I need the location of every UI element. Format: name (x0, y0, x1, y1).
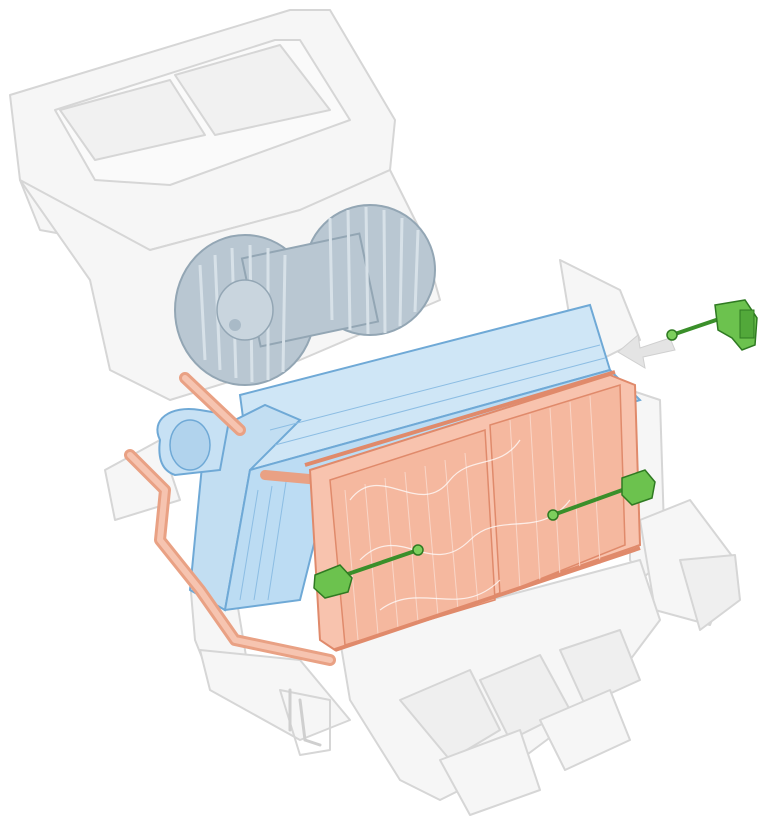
drain-pipes (288, 688, 322, 747)
temperature-sensor-left (313, 544, 424, 599)
heater-core (304, 370, 642, 652)
temperature-sensor-right (547, 469, 656, 521)
insertion-arrow (617, 334, 676, 369)
temperature-sensor-top (666, 299, 758, 351)
blower-fan (174, 204, 436, 386)
